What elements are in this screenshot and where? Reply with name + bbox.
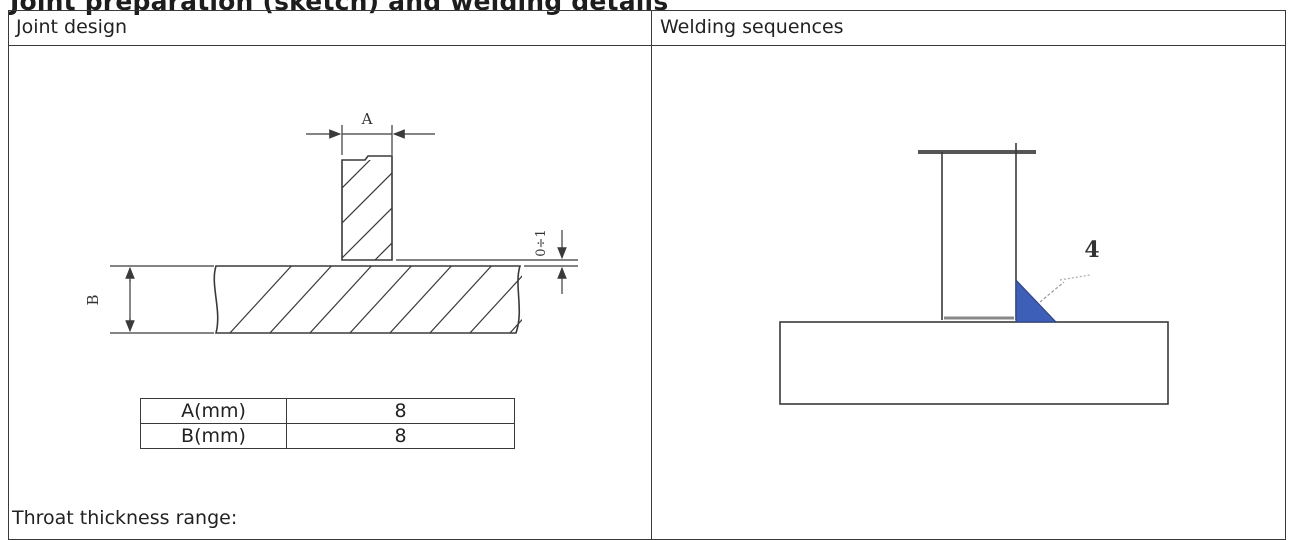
value-cell: 8 [286,423,515,449]
param-cell: B(mm) [140,423,287,449]
dimensions-table: A(mm) 8 B(mm) 8 [140,398,515,449]
table-row: B(mm) 8 [140,423,515,449]
sketches-layer: A B 0÷1 4 [84,110,1169,405]
label-a: A [361,110,373,128]
label-gap: 0÷1 [534,229,549,256]
sequence-base-plate [779,321,1169,405]
welding-sequences-header: Welding sequences [660,16,844,38]
dimension-a [306,125,435,155]
dimension-gap [396,230,578,294]
joint-sketch [110,125,578,334]
sequence-sketch [779,143,1169,405]
value-cell: 8 [286,398,515,424]
label-b: B [84,294,102,305]
throat-thickness-label: Throat thickness range: [12,507,238,529]
web-plate [341,155,393,261]
base-plate [213,265,522,334]
table-row: A(mm) 8 [140,398,515,424]
dimension-b [110,265,214,334]
header-divider [8,45,1286,46]
joint-design-header: Joint design [16,16,128,38]
pass-number-label: 4 [1084,237,1099,263]
section-title: Joint preparation (sketch) and welding d… [10,0,669,16]
param-cell: A(mm) [140,398,287,424]
weld-bead-4 [1015,278,1058,323]
column-divider [651,10,652,540]
leader-line [1039,281,1065,303]
